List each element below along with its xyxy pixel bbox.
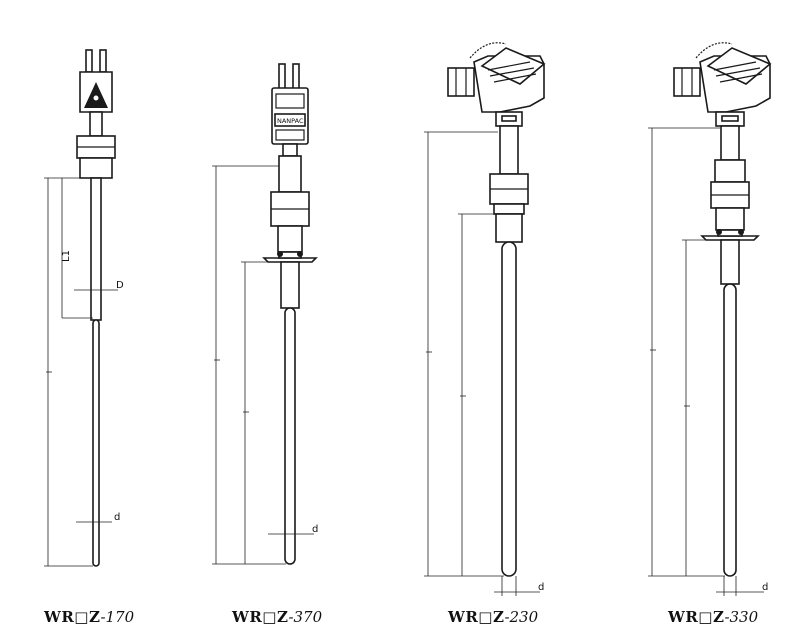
sheath-probe <box>284 307 296 565</box>
fitting-upper <box>714 159 746 183</box>
plug-neck <box>89 111 103 137</box>
caption-model-suffix: -230 <box>504 608 539 626</box>
nameplate-text: NANPAC <box>277 117 304 125</box>
fitting-lower <box>277 225 303 253</box>
plug-screw <box>92 94 100 102</box>
caption-230: WR□Z-230 <box>448 608 538 626</box>
caption-model-suffix: -330 <box>724 608 759 626</box>
label-d: d <box>762 582 768 593</box>
thermocouple-170: L1 D d <box>44 49 124 567</box>
sheath-probe <box>501 241 517 577</box>
sheath-upper <box>499 125 519 175</box>
sheath-upper <box>720 125 740 161</box>
caption-model-prefix: WR□Z <box>668 608 725 626</box>
caption-model-suffix: -370 <box>288 608 323 626</box>
caption-model-prefix: WR□Z <box>44 608 101 626</box>
caption-model-prefix: WR□Z <box>448 608 505 626</box>
thermocouple-330: d <box>648 42 772 596</box>
sheath-probe <box>92 319 100 567</box>
sheath-upper <box>90 177 102 321</box>
neck-slot <box>721 115 739 122</box>
plug-upper-window <box>275 93 305 109</box>
chain <box>469 42 507 59</box>
caption-170: WR□Z-170 <box>44 608 134 626</box>
chain <box>695 42 733 59</box>
fitting-body <box>79 157 113 179</box>
caption-model-suffix: -170 <box>100 608 135 626</box>
caption-model-prefix: WR□Z <box>232 608 289 626</box>
cable-gland <box>447 67 475 97</box>
label-L1: L1 <box>61 250 72 262</box>
neck-slot <box>501 115 517 122</box>
fitting-upper <box>278 155 302 193</box>
label-d: d <box>312 524 318 535</box>
sheath-probe <box>723 283 737 577</box>
sheath-lower <box>720 239 740 285</box>
caption-330: WR□Z-330 <box>668 608 758 626</box>
thermocouple-230: d <box>424 42 546 596</box>
fitting-lower <box>715 207 745 231</box>
plug-pin-right <box>99 49 107 73</box>
caption-370: WR□Z-370 <box>232 608 322 626</box>
fitting-washer <box>493 203 525 215</box>
label-d: d <box>114 512 120 523</box>
sheath-upper <box>280 261 300 309</box>
plug-pin-right <box>292 63 300 91</box>
fitting-thread <box>495 213 523 243</box>
nameplate <box>274 113 306 127</box>
plug-pin-left <box>85 49 93 73</box>
thermocouple-370: NANPAC d <box>212 63 318 565</box>
cable-gland <box>673 67 701 97</box>
label-d: d <box>538 582 544 593</box>
plug-pin-left <box>278 63 286 91</box>
label-D: D <box>116 280 124 291</box>
plug-lower-window <box>275 129 305 141</box>
plug-neck <box>282 143 298 157</box>
